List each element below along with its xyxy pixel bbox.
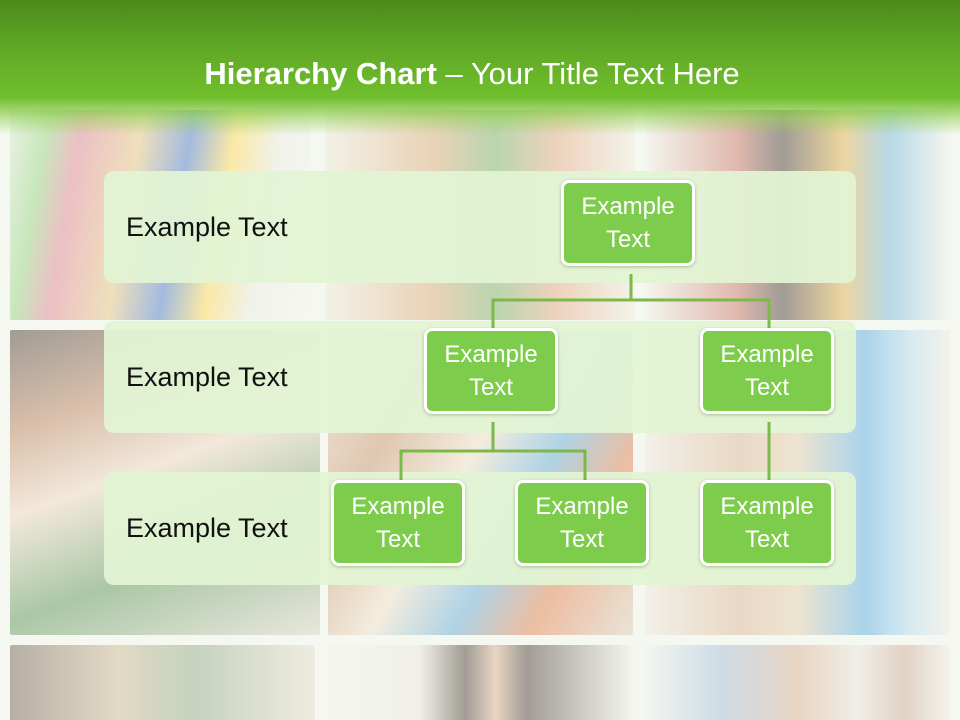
- connector-left-to-level3: [399, 422, 495, 480]
- row-label-2: Example Text: [126, 362, 288, 392]
- connector-root-to-level2: [491, 274, 633, 328]
- slide-title-bold: Hierarchy Chart: [204, 56, 437, 91]
- level2-right-node[interactable]: Example Text: [700, 328, 834, 414]
- level3-node-b[interactable]: Example Text: [515, 480, 649, 566]
- title-bar: Hierarchy Chart – Your Title Text Here: [0, 0, 960, 135]
- slide-title-rest: – Your Title Text Here: [436, 56, 740, 91]
- connector-root-to-level2-right: [631, 298, 771, 328]
- row-label-1: Example Text: [126, 212, 288, 242]
- row-label-3: Example Text: [126, 513, 288, 543]
- row-band-1: [104, 171, 856, 283]
- slide-title: Hierarchy Chart – Your Title Text Here: [0, 52, 944, 96]
- level2-left-node[interactable]: Example Text: [424, 328, 558, 414]
- root-node[interactable]: Example Text: [561, 180, 695, 266]
- level3-node-c[interactable]: Example Text: [700, 480, 834, 566]
- connector-left-to-level3-b: [493, 449, 587, 480]
- level3-node-a[interactable]: Example Text: [331, 480, 465, 566]
